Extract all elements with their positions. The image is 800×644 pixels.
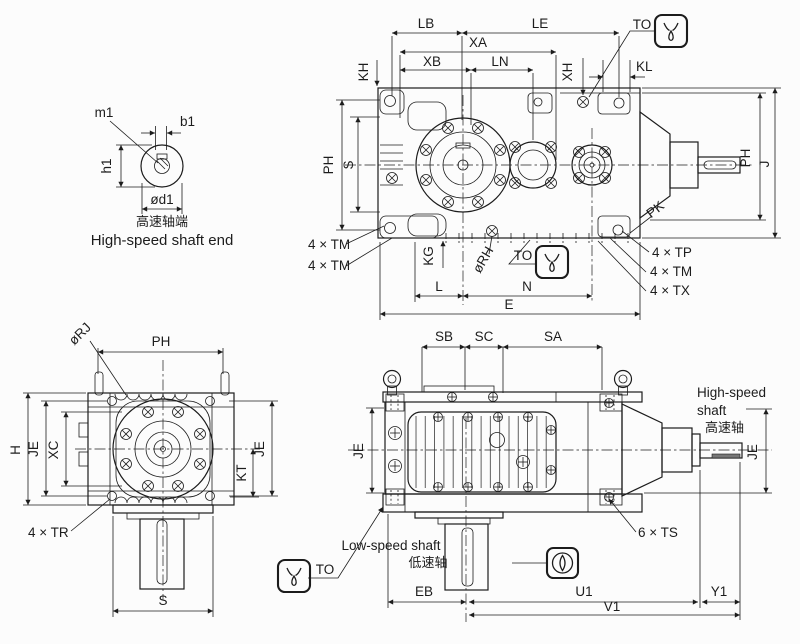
label-h: H [8,445,23,455]
label-v1: V1 [604,599,621,614]
label-high-speed-shaft-1: High-speed [697,385,766,400]
label-je-right-output: JE [252,441,267,457]
label-s-top: S [341,160,356,169]
label-n: N [522,279,532,294]
oil-drip-icon [653,13,689,49]
oil-level-icon [545,546,580,580]
label-u1: U1 [575,584,592,599]
label-xc: XC [46,440,61,459]
label-s-output: S [158,593,167,608]
label-low-speed-shaft-zh: 低速轴 [408,555,447,570]
top-plan-view: LB LE XA XB LN KH XH KL TO PH S PH J PK … [308,13,781,320]
label-kg: KG [421,246,436,266]
lifting-eye-icon [382,369,402,396]
label-je-right-side: JE [745,444,760,460]
label-kl: KL [636,59,653,74]
label-y1: Y1 [711,584,728,599]
shaft-end-detail-view: m1 b1 h1 ød1 高速轴端 High-speed shaft end [91,105,234,249]
label-high-speed-shaft-zh: 高速轴 [705,420,744,435]
label-rj: øRJ [66,320,94,348]
callout-tx: 4 × TX [650,283,690,298]
label-eb: EB [415,584,433,599]
callout-tm-b: 4 × TM [308,258,350,273]
label-to-bottom: TO [514,248,533,263]
label-je-left-side: JE [351,443,366,459]
callout-tm-c: 4 × TM [650,264,692,279]
label-j: J [757,161,772,168]
label-to-side: TO [316,562,335,577]
label-to-top: TO [633,17,652,32]
label-l: L [435,279,443,294]
label-lb: LB [418,16,435,31]
label-od1: ød1 [150,192,173,207]
label-le: LE [532,16,549,31]
label-ph-right: PH [738,149,753,168]
label-sb: SB [435,329,453,344]
label-m1: m1 [95,105,114,120]
label-kh: KH [356,63,371,82]
callout-tm-a: 4 × TM [308,237,350,252]
label-h1: h1 [99,158,114,173]
label-sc: SC [475,329,494,344]
callout-ts: 6 × TS [638,525,678,540]
label-rh: øRH [470,244,497,276]
lifting-eye-icon [613,369,633,396]
label-xb: XB [423,54,441,69]
side-elevation-view: SB SC SA JE JE High-speed shaft 高速轴 6 × … [276,329,772,622]
label-xh: XH [560,63,575,82]
oil-drip-icon [534,244,570,280]
label-low-speed-shaft-en: Low-speed shaft [341,538,440,553]
callout-tp: 4 × TP [652,245,692,260]
label-b1: b1 [180,114,195,129]
label-ln: LN [491,54,508,69]
label-kt: KT [234,464,249,481]
callout-tr: 4 × TR [28,525,69,540]
label-xa: XA [469,35,487,50]
label-ph-output: PH [152,334,171,349]
label-e: E [504,297,513,312]
label-sa: SA [544,329,562,344]
label-high-speed-shaft-2: shaft [697,403,727,418]
output-end-view: øRJ PH H JE XC KT JE 4 × TR S [8,320,278,617]
label-ph-left: PH [321,156,336,175]
label-je-left-output: JE [26,441,41,457]
oil-drip-icon [276,558,312,594]
caption-shaft-end-zh: 高速轴端 [136,214,188,229]
caption-shaft-end-en: High-speed shaft end [91,232,234,249]
